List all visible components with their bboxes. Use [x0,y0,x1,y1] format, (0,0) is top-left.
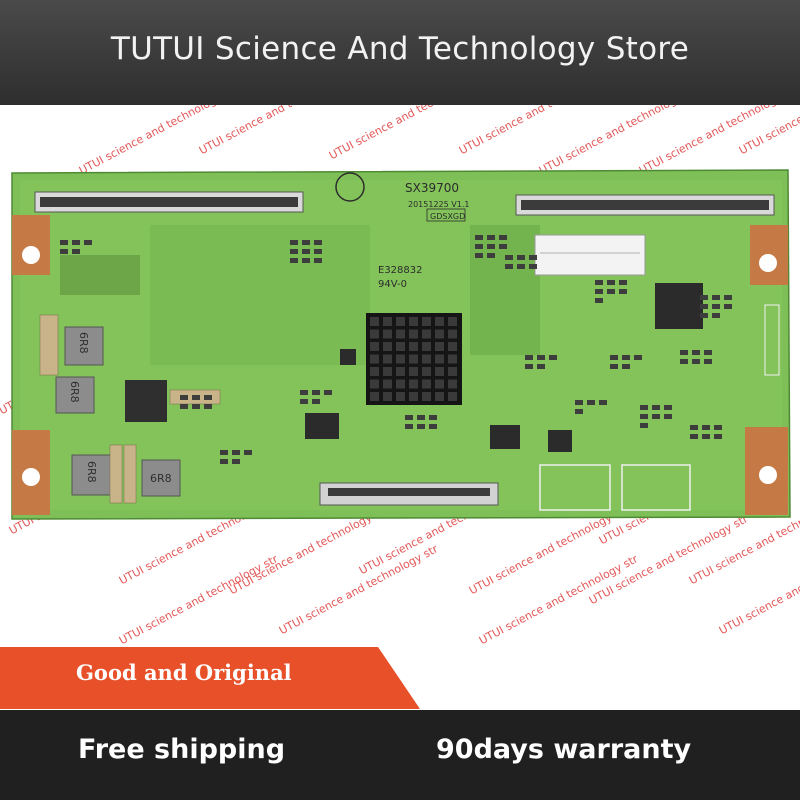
store-banner: TUTUI Science And Technology Store [0,0,800,105]
inductor [141,459,181,497]
good-original-label: Good and Original [76,660,292,685]
board-code-label: GDSXGD [430,212,465,221]
inductor-label: 6R8 [150,472,172,485]
warranty-label: 90days warranty [436,734,692,765]
serial-sticker [534,234,646,276]
ic-chip [305,413,339,439]
inductor [71,454,113,496]
ic-chip [125,380,167,422]
tcon-board-image: SX39700 20151225 V1.1 GDSXGD E328832 94V… [11,169,791,520]
footer-bar [0,710,800,800]
board-rating-label: 94V-0 [378,279,407,290]
board-date-label: 20151225 V1.1 [408,200,469,209]
ic-chip [490,425,520,449]
store-title: TUTUI Science And Technology Store [110,30,690,67]
board-model-label: SX39700 [405,181,459,195]
board-cert-label: E328832 [378,265,423,276]
inductor-label: 6R8 [68,381,81,403]
ic-chip [655,283,703,329]
corner-pad [12,215,50,275]
inductor [64,326,104,366]
inductor-label: 6R8 [85,461,98,483]
ic-chip [548,430,572,452]
board-logo [335,172,365,202]
free-shipping-label: Free shipping [78,734,286,765]
inductor-label: 6R8 [77,332,90,354]
inductor [55,376,95,414]
good-original-ribbon [0,647,420,709]
